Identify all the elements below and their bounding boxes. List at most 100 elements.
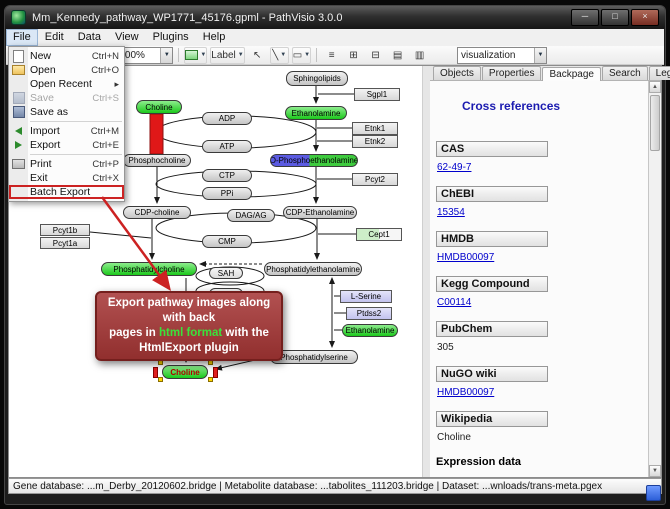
annotation-line2-pre: pages in — [109, 327, 159, 339]
align-tool-1[interactable]: ≡ — [322, 47, 341, 64]
tab-backpage[interactable]: Backpage — [542, 67, 601, 81]
node-ethanolamine-top[interactable]: Ethanolamine — [285, 106, 347, 120]
tab-properties[interactable]: Properties — [481, 66, 542, 80]
menu-item-open-recent[interactable]: Open Recent ▸ — [30, 78, 119, 90]
node-ctp[interactable]: CTP — [202, 169, 252, 182]
node-phosphatidylcholine[interactable]: Phosphatidylcholine — [101, 262, 197, 276]
new-document-icon — [11, 49, 26, 63]
menu-plugins[interactable]: Plugins — [152, 31, 189, 43]
selection-edge-marker — [153, 367, 158, 378]
menu-edit[interactable]: Edit — [44, 31, 64, 43]
menu-file[interactable]: File — [6, 29, 38, 46]
node-phosphatidylserine[interactable]: Phosphatidylserine — [270, 350, 358, 364]
node-pcyt1b[interactable]: Pcyt1b — [40, 224, 90, 236]
chevron-down-icon: ▼ — [280, 52, 287, 58]
menu-data[interactable]: Data — [77, 31, 101, 43]
node-sah[interactable]: SAH — [209, 267, 243, 279]
node-atp[interactable]: ATP — [202, 140, 252, 153]
visualization-combobox[interactable]: visualization ▼ — [457, 46, 547, 64]
menu-item-save[interactable]: Save Ctrl+S — [9, 91, 124, 105]
align-icon: ⊟ — [371, 49, 380, 61]
menu-item-save-as[interactable]: Save as — [9, 105, 124, 119]
annotation-line2-post: with the — [222, 327, 269, 339]
print-icon — [11, 159, 26, 169]
node-ppi[interactable]: PPi — [202, 187, 252, 200]
xref-link[interactable]: 15354 — [437, 207, 465, 218]
xref-section-pubchem: PubChem 305 — [436, 321, 648, 355]
menu-item-print[interactable]: Print Ctrl+P — [9, 157, 124, 171]
align-tool-4[interactable]: ▤ — [388, 47, 407, 64]
selection-handle[interactable] — [208, 377, 213, 382]
node-dag[interactable]: DAG/AG — [227, 209, 275, 222]
submenu-arrow-icon: ▸ — [114, 78, 119, 89]
node-etnk2[interactable]: Etnk2 — [352, 135, 398, 148]
datanode-tool[interactable]: ▼ — [184, 46, 208, 64]
chevron-down-icon[interactable]: ▼ — [534, 47, 546, 63]
save-as-icon — [11, 106, 26, 118]
node-phosphatidylethanolamine[interactable]: Phosphatidylethanolamine — [264, 262, 362, 276]
menu-item-open[interactable]: Open Ctrl+O — [9, 63, 124, 77]
selection-arrow-icon: ↖ — [253, 49, 262, 61]
close-button[interactable]: × — [631, 9, 659, 26]
scroll-up-icon[interactable]: ▲ — [649, 81, 661, 93]
node-l-serine[interactable]: L-Serine — [340, 290, 392, 303]
align-tool-5[interactable]: ▥ — [410, 47, 429, 64]
node-pcyt2[interactable]: Pcyt2 — [352, 173, 398, 186]
menu-item-batch-export[interactable]: Batch Export — [9, 185, 124, 199]
zoom-combobox[interactable]: 100% ▼ — [115, 46, 174, 64]
save-icon — [11, 92, 26, 104]
node-etnk1[interactable]: Etnk1 — [352, 122, 398, 135]
chevron-down-icon[interactable]: ▼ — [160, 47, 173, 63]
node-adp[interactable]: ADP — [202, 112, 252, 125]
node-choline-top[interactable]: Choline — [136, 100, 182, 114]
xref-link[interactable]: C00114 — [437, 297, 472, 308]
line-tool[interactable]: ╲▼ — [269, 46, 289, 64]
xref-section-chebi: ChEBI 15354 — [436, 186, 648, 220]
menu-view[interactable]: View — [114, 31, 139, 43]
tab-objects[interactable]: Objects — [433, 66, 481, 80]
menu-item-exit[interactable]: Exit Ctrl+X — [30, 172, 119, 184]
tab-legend[interactable]: Legend — [648, 66, 670, 80]
panel-splitter[interactable] — [422, 66, 430, 477]
align-tool-3[interactable]: ⊟ — [366, 47, 385, 64]
align-icon: ▥ — [414, 49, 425, 61]
datanode-icon — [185, 50, 199, 60]
node-cmp[interactable]: CMP — [202, 235, 252, 248]
node-ethanolamine-bottom[interactable]: Ethanolamine — [342, 324, 398, 337]
window-controls: ─ □ × — [571, 9, 659, 26]
minimize-button[interactable]: ─ — [571, 9, 599, 26]
menu-help[interactable]: Help — [202, 31, 226, 43]
node-cept1[interactable]: Cept1 — [356, 228, 402, 241]
menu-item-new[interactable]: New Ctrl+N — [9, 49, 124, 63]
menu-item-export[interactable]: Export Ctrl+E — [9, 138, 124, 152]
node-phosphocholine[interactable]: Phosphocholine — [123, 154, 191, 167]
node-sgpl1[interactable]: Sgpl1 — [354, 88, 400, 101]
file-menu-dropdown: New Ctrl+N Open Ctrl+O Open Recent ▸ Sav… — [8, 46, 125, 202]
align-tool-2[interactable]: ⊞ — [344, 47, 363, 64]
node-cdp-ethanolamine[interactable]: CDP-Ethanolamine — [283, 206, 357, 219]
scrollbar-thumb[interactable] — [650, 95, 660, 151]
node-ptdss2[interactable]: Ptdss2 — [346, 307, 392, 320]
scroll-down-icon[interactable]: ▼ — [649, 465, 661, 477]
maximize-button[interactable]: □ — [601, 9, 629, 26]
shape-tool[interactable]: ▭▼ — [291, 46, 312, 64]
tab-search[interactable]: Search — [601, 66, 648, 80]
menu-item-import[interactable]: Import Ctrl+M — [9, 124, 124, 138]
node-cdp-choline[interactable]: CDP-choline — [123, 206, 191, 219]
xref-source-header: HMDB — [436, 231, 548, 247]
selection-tool[interactable]: ↖ — [248, 47, 267, 64]
node-choline-bottom-selected[interactable]: Choline — [162, 365, 208, 379]
label-tool[interactable]: Label▼ — [210, 46, 245, 64]
selection-handle[interactable] — [158, 377, 163, 382]
panel-scrollbar[interactable]: ▲ ▼ — [648, 81, 661, 477]
node-sphingolipids[interactable]: Sphingolipids — [286, 71, 348, 86]
xref-link[interactable]: 62-49-7 — [437, 162, 472, 173]
xref-link[interactable]: HMDB00097 — [437, 252, 495, 263]
node-o-phosphoethanolamine[interactable]: O-Phosphoethanolamine — [270, 154, 358, 167]
toolbar-separator — [178, 48, 180, 62]
xref-link[interactable]: HMDB00097 — [437, 387, 495, 398]
node-pcyt1a[interactable]: Pcyt1a — [40, 237, 90, 249]
titlebar[interactable]: Mm_Kennedy_pathway_WP1771_45176.gpml - P… — [5, 6, 665, 29]
xref-source-header: Kegg Compound — [436, 276, 548, 292]
